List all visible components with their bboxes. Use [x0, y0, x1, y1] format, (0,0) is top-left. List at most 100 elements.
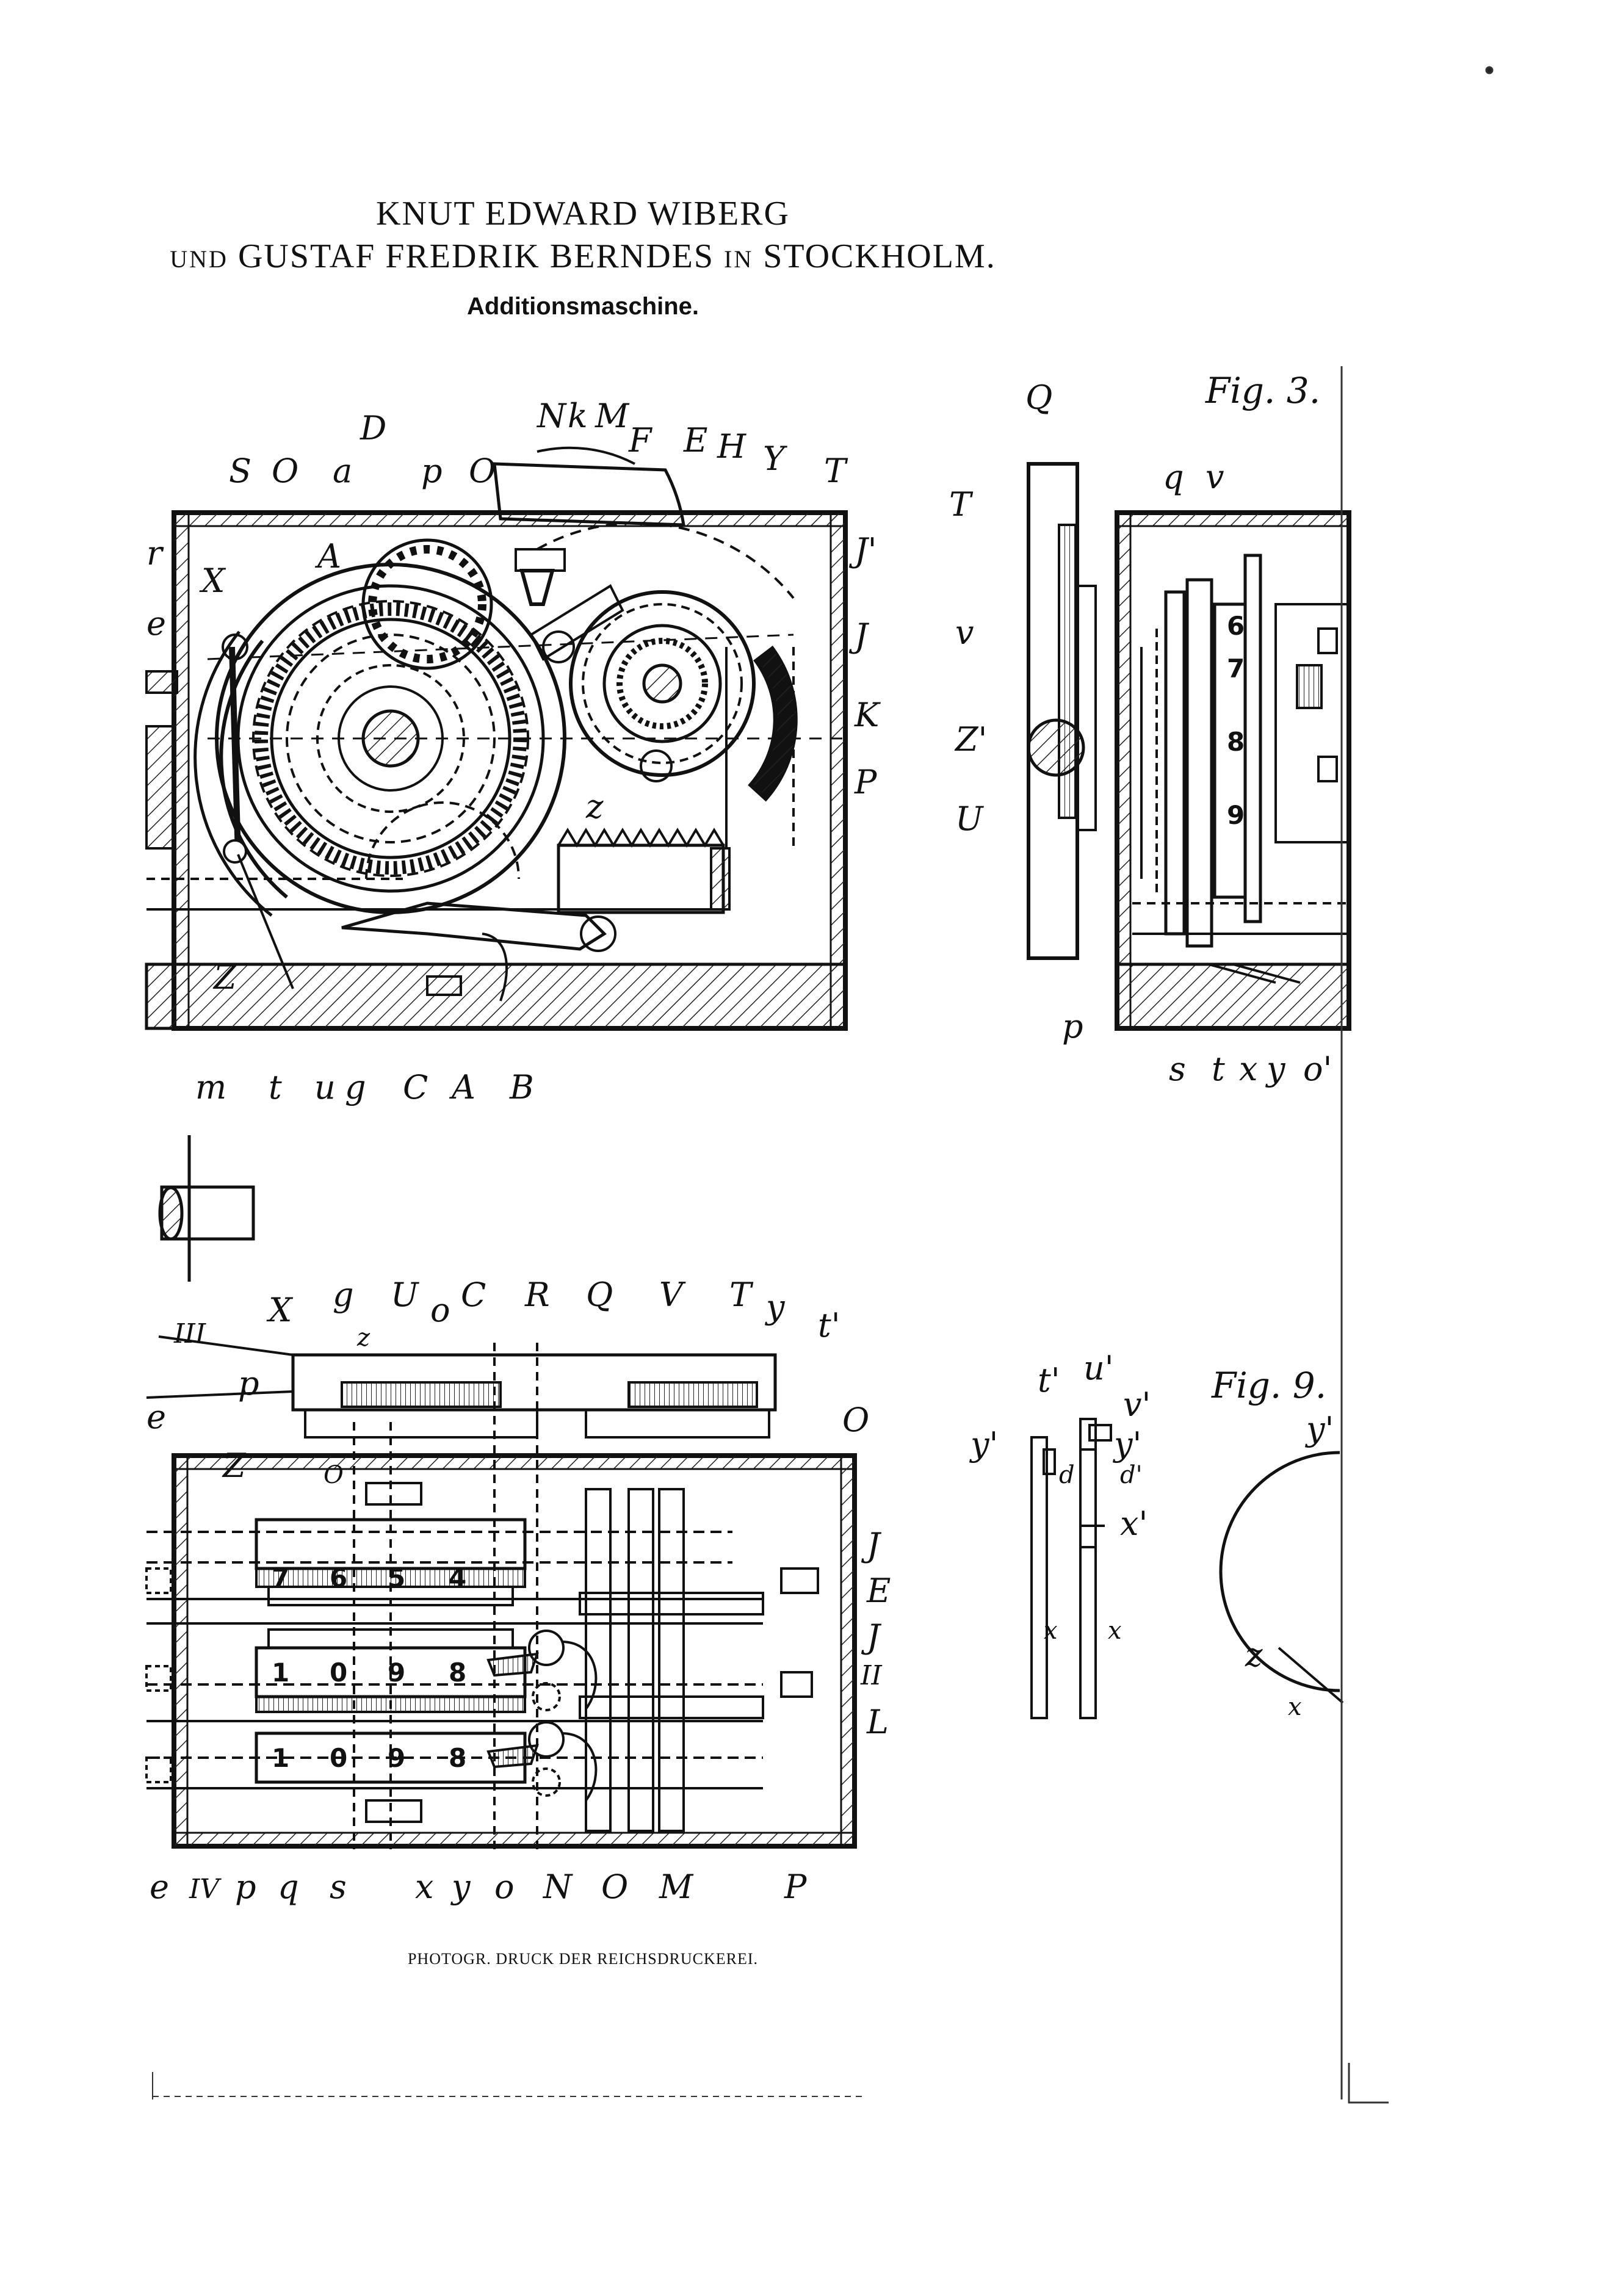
- digit-r1-2: 5: [388, 1563, 405, 1593]
- label-II: II: [860, 1660, 883, 1691]
- label-d-right: d': [1120, 1461, 1143, 1489]
- label-s2: s: [330, 1868, 347, 1906]
- label-m: m: [195, 1068, 226, 1106]
- label-e2-top: e: [146, 1398, 166, 1436]
- label-y2b: y: [450, 1868, 471, 1906]
- label-z2: z: [356, 1324, 371, 1352]
- label-O2b: O: [601, 1868, 628, 1906]
- digit-r1-0: 7: [272, 1563, 289, 1593]
- fig9-caption: Fig. 9.: [1211, 1365, 1326, 1406]
- label-N2: N: [542, 1868, 573, 1906]
- label-R2: R: [524, 1276, 550, 1314]
- label-p2-bot: p: [235, 1868, 256, 1906]
- label-E-2: E: [866, 1572, 891, 1610]
- label-x1: x': [1120, 1504, 1148, 1543]
- figure-3: [1027, 462, 1351, 1031]
- figure-9: [1030, 1418, 1344, 1719]
- digit-8: 8: [1227, 727, 1245, 757]
- label-IV: IV: [189, 1874, 222, 1905]
- label-P: P: [854, 763, 878, 801]
- city: STOCKHOLM.: [763, 237, 996, 275]
- label-v1: v': [1123, 1385, 1151, 1424]
- label-F: F: [628, 421, 653, 460]
- label-N: N: [536, 397, 567, 435]
- label-O2-2: O: [842, 1401, 869, 1439]
- label-u1: u': [1083, 1349, 1114, 1387]
- label-T: T: [824, 452, 848, 490]
- label-k: k: [568, 397, 588, 435]
- label-u: u: [314, 1068, 336, 1106]
- label-r: r: [146, 534, 164, 572]
- label-e2-bot: e: [150, 1868, 169, 1906]
- label-g: g: [345, 1068, 366, 1106]
- label-x-far: x: [1288, 1693, 1302, 1721]
- label-L-2: L: [866, 1703, 889, 1741]
- label-p3: p: [1062, 1007, 1083, 1045]
- scan-edges: [152, 66, 1494, 2104]
- label-y2: y: [765, 1288, 786, 1326]
- label-Y: Y: [763, 439, 787, 478]
- label-D: D: [360, 409, 386, 447]
- inventor-line-1: KNUT EDWARD WIBERG: [376, 195, 790, 233]
- label-o3: o': [1303, 1050, 1332, 1088]
- patent-title: Additionsmaschine.: [466, 293, 699, 320]
- label-q3: q: [1163, 458, 1184, 496]
- und-word: UND: [170, 245, 228, 273]
- label-C: C: [403, 1068, 428, 1106]
- figure-1-labels: S O a p O N k M F E H Y T D A X r e z J'…: [146, 397, 881, 1106]
- label-x-right: x: [1108, 1617, 1122, 1645]
- digit-r3-2: 9: [388, 1743, 405, 1773]
- label-J-2a: J: [861, 1526, 882, 1564]
- inventor-names-2: GUSTAF FREDRIK BERNDES: [237, 237, 715, 275]
- label-d-left: d: [1059, 1461, 1075, 1489]
- label-P2: P: [784, 1868, 808, 1906]
- label-o2b: o: [494, 1868, 515, 1906]
- label-e: e: [146, 604, 166, 643]
- label-y-right: y': [1113, 1425, 1141, 1464]
- digit-r1-1: 6: [330, 1563, 347, 1593]
- label-J-2b: J: [861, 1617, 882, 1656]
- label-Z2: Z: [222, 1446, 247, 1485]
- digit-r2-0: 1: [272, 1658, 289, 1688]
- label-S: S: [229, 452, 251, 490]
- label-A: A: [449, 1068, 475, 1106]
- label-III: III: [173, 1318, 207, 1349]
- label-H: H: [717, 427, 746, 466]
- label-T2: T: [729, 1276, 754, 1314]
- label-O2: O: [469, 452, 496, 490]
- label-x-left: x: [1044, 1617, 1058, 1645]
- label-X2: X: [266, 1291, 294, 1329]
- digit-r3-0: 1: [272, 1743, 289, 1773]
- label-X: X: [199, 561, 226, 600]
- label-z: z: [585, 787, 604, 826]
- label-t1: t': [1038, 1361, 1060, 1399]
- label-O1: O: [272, 452, 298, 490]
- inventor-line-2: UND GUSTAF FREDRIK BERNDES IN STOCKHOLM.: [0, 237, 1166, 276]
- label-a2: a: [333, 452, 352, 490]
- label-O1-2: O: [324, 1461, 344, 1489]
- label-T3: T: [949, 485, 974, 524]
- label-p: p: [421, 452, 443, 490]
- label-y-left: y': [969, 1425, 998, 1464]
- label-x3: x: [1239, 1050, 1257, 1088]
- digit-r2-1: 0: [330, 1658, 347, 1688]
- label-v3: v: [1206, 458, 1224, 496]
- label-U2: U: [391, 1276, 419, 1314]
- label-K: K: [854, 696, 881, 734]
- label-t3: t: [1212, 1050, 1225, 1088]
- digit-6: 6: [1227, 611, 1245, 641]
- label-J: J: [848, 616, 870, 655]
- digit-r1-3: 4: [449, 1563, 466, 1593]
- label-x2: x: [415, 1868, 433, 1906]
- label-o2: o: [430, 1291, 450, 1329]
- digit-r2-2: 9: [388, 1658, 405, 1688]
- label-J1: J': [848, 531, 877, 569]
- figure-2: [145, 1335, 857, 1849]
- figure-3-labels: Fig. 3. Q T v Z' U p q v 6 7 8 9 s t x y…: [949, 370, 1332, 1088]
- label-M2: M: [659, 1868, 694, 1906]
- in-word: IN: [724, 245, 754, 273]
- digit-r2-3: 8: [449, 1658, 466, 1688]
- label-q2: q: [278, 1868, 299, 1906]
